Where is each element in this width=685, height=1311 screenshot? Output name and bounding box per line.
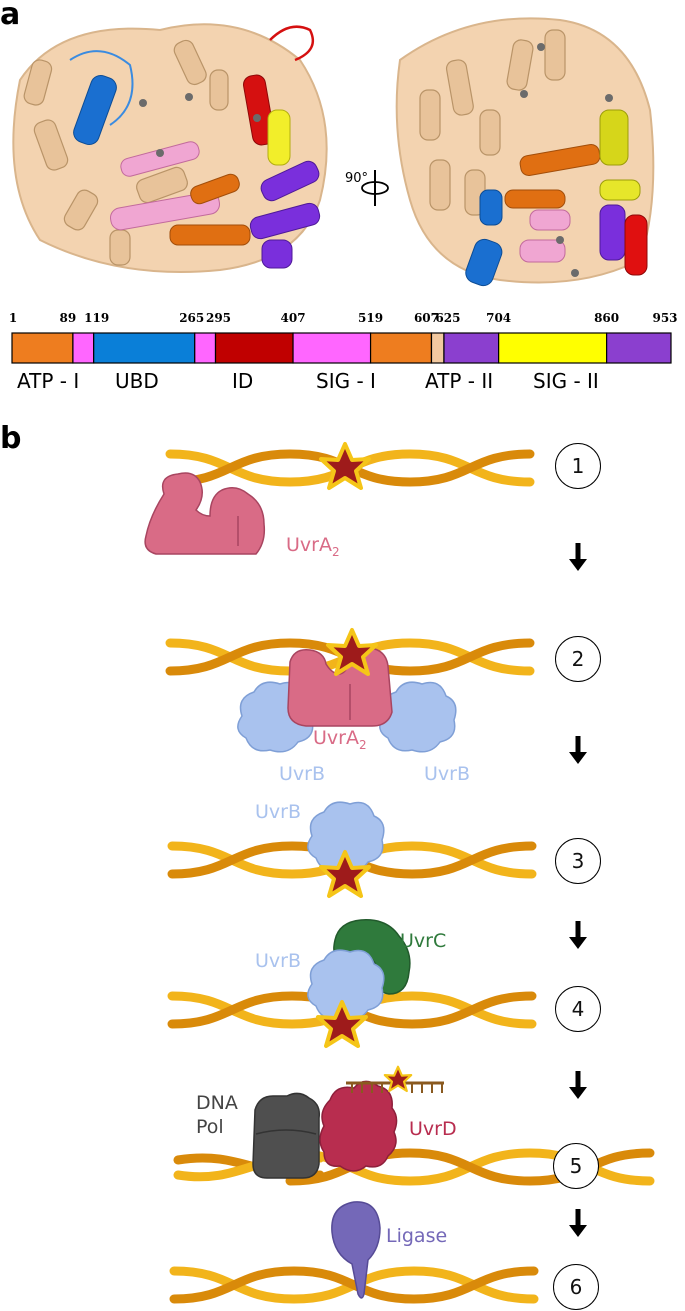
domain-tick-1: 1 [8,311,18,325]
arrow-step-1-2 [569,543,587,571]
domain-label-sig-ii: SIG - II [533,369,599,393]
domain-tick-860: 860 [594,311,620,325]
domain-tick-119: 119 [84,311,110,325]
domain-segment-1 [11,332,74,364]
domain-label-atp-i: ATP - I [17,369,80,393]
rotation-label: 90° [345,171,368,186]
domain-tick-519: 519 [358,311,384,325]
panel-label-a: a [0,0,21,32]
step-4-scene [172,919,532,1048]
step-circle-1: 1 [555,443,601,489]
label-uvra2-step1: UvrA2 [286,536,340,558]
domain-segment-7 [369,332,433,364]
domain-tick-265: 265 [179,311,205,325]
label-uvra2-step2-subscript: 2 [358,737,367,752]
label-uvra2-step2-text: UvrA [313,727,359,749]
label-uvrb-step4: UvrB [255,950,301,972]
domain-segment-6 [292,332,372,364]
arrow-step-3-4 [569,921,587,949]
label-ligase: Ligase [386,1225,448,1247]
domain-tick-89: 89 [59,311,77,325]
label-uvrb-right: UvrB [424,763,470,785]
label-uvrb-left: UvrB [279,763,325,785]
domain-map-bar [11,332,672,364]
label-uvrc: UvrC [400,930,447,952]
label-dna-pol-line2: Pol [196,1116,224,1138]
domain-tick-607: 607 [413,311,440,325]
domain-tick-704: 704 [486,311,512,325]
label-uvrb-step3: UvrB [255,801,301,823]
step-circle-2: 2 [555,636,601,682]
step-6-scene [174,1201,534,1299]
label-uvra2-step1-text: UvrA [286,534,332,556]
protein-structure-views: 90° [12,17,655,287]
label-uvra2-step2: UvrA2 [313,729,367,751]
step-circle-5: 5 [553,1143,599,1189]
label-dna-pol-line1: DNA [196,1092,238,1114]
step-circle-4: 4 [555,986,601,1032]
arrow-step-4-5 [569,1071,587,1099]
label-uvra2-step1-subscript: 2 [331,544,340,559]
domain-tick-407: 407 [280,311,306,325]
step-3-scene [172,801,532,898]
domain-segment-11 [606,332,672,364]
domain-label-atp-ii: ATP - II [425,369,494,393]
panel-label-b: b [0,421,22,456]
domain-tick-953: 953 [652,311,678,325]
structure-view-rotated [395,17,655,287]
domain-label-id: ID [232,369,254,393]
rotation-symbol: 90° [345,170,389,206]
structure-view-front [12,23,328,273]
step-2-scene [170,628,530,753]
domain-segment-10 [498,332,608,364]
domain-label-sig-i: SIG - I [316,369,376,393]
domain-tick-295: 295 [205,311,232,325]
domain-segment-3 [93,332,196,364]
repair-pathway-diagram [144,442,685,1311]
label-uvrd: UvrD [409,1118,457,1140]
step-circle-6: 6 [553,1264,599,1310]
arrow-step-5-6 [569,1209,587,1237]
step-5-scene [173,1065,650,1190]
arrow-step-2-3 [569,736,587,764]
step-circle-3: 3 [555,838,601,884]
domain-tick-625: 625 [435,311,461,325]
step-1-scene [144,442,530,555]
domain-label-ubd: UBD [115,369,159,393]
